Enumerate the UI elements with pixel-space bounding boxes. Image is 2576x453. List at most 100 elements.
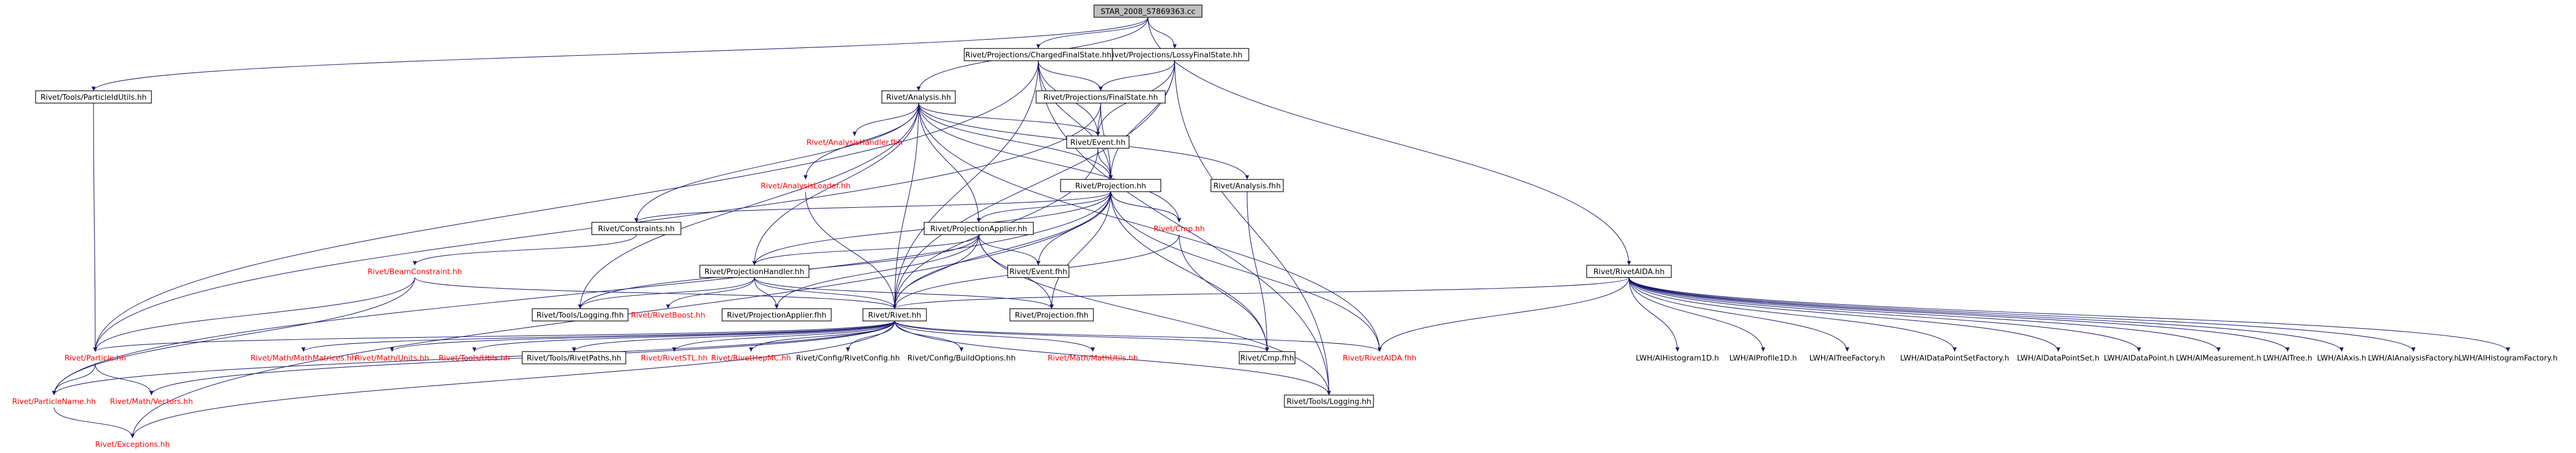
edge-beamconstraint-to-particlename bbox=[52, 277, 415, 396]
node-toolsutils[interactable]: Rivet/Tools/Utils.hh bbox=[439, 354, 510, 363]
node-label: Rivet/Math/Units.hh bbox=[355, 354, 429, 363]
edge-lossy-to-rivethh bbox=[892, 60, 1175, 309]
edge-rivethh-to-mathunits bbox=[390, 320, 895, 352]
node-aihistofactory[interactable]: LWH/AIHistogramFactory.h bbox=[2459, 354, 2558, 363]
node-constraints[interactable]: Rivet/Constraints.hh bbox=[591, 222, 681, 235]
node-rivetaidahh[interactable]: Rivet/RivetAIDA.hh bbox=[1586, 265, 1672, 278]
node-label: Rivet/RivetAIDA.hh bbox=[1593, 267, 1665, 276]
node-label: Rivet/Math/Vectors.hh bbox=[110, 397, 193, 406]
node-box bbox=[862, 308, 927, 322]
node-aitreefactory[interactable]: LWH/AITreeFactory.h bbox=[1809, 354, 1885, 363]
edge-rivethh-to-exceptions bbox=[130, 320, 895, 439]
edge-particle-to-particlename bbox=[52, 363, 96, 396]
node-analysisfhh[interactable]: Rivet/Analysis.fhh bbox=[1210, 179, 1284, 192]
edge-constraints-to-beamconstraint bbox=[413, 234, 637, 266]
node-box bbox=[532, 308, 629, 322]
edge-rivethh-to-mathutils bbox=[894, 320, 1095, 352]
node-box bbox=[1066, 135, 1130, 149]
node-cmpfhh[interactable]: Rivet/Cmp.fhh bbox=[1239, 351, 1296, 364]
node-box bbox=[1093, 4, 1203, 18]
node-aidps[interactable]: LWH/AIDataPointSet.h bbox=[2017, 354, 2099, 363]
node-particlename[interactable]: Rivet/ParticleName.hh bbox=[12, 397, 96, 406]
node-rivetaidafhh[interactable]: Rivet/RivetAIDA.fhh bbox=[1343, 354, 1417, 363]
node-projection[interactable]: Rivet/Projection.hh bbox=[1060, 179, 1161, 192]
node-label: Rivet/AnalysisLoader.hh bbox=[760, 182, 850, 191]
node-buildopts[interactable]: Rivet/Config/BuildOptions.hh bbox=[907, 354, 1016, 363]
node-label: LWH/AIMeasurement.h bbox=[2176, 354, 2261, 363]
node-logginghh[interactable]: Rivet/Tools/Logging.hh bbox=[1284, 394, 1374, 408]
edge-projapplier-to-projhandler bbox=[752, 234, 979, 266]
edge-analysis-to-cmp bbox=[918, 103, 1181, 223]
edge-charged-to-logginghh bbox=[1038, 60, 1331, 396]
node-aianalysisfactory[interactable]: LWH/AIAnalysisFactory.h bbox=[2368, 354, 2459, 363]
edge-charged-to-particle bbox=[93, 60, 1039, 352]
node-projfhh[interactable]: Rivet/Projection.fhh bbox=[1009, 308, 1094, 322]
edge-rivetaidahh-to-aimeasurement bbox=[1628, 277, 2221, 352]
node-box bbox=[522, 351, 626, 364]
node-projhandler[interactable]: Rivet/ProjectionHandler.hh bbox=[699, 265, 809, 278]
edge-root-to-lossy bbox=[1147, 17, 1177, 49]
node-label: LWH/AIHistogramFactory.h bbox=[2459, 354, 2558, 363]
node-analysishandler[interactable]: Rivet/AnalysisHandler.fhh bbox=[807, 138, 903, 147]
edges-layer bbox=[52, 17, 2510, 439]
edge-projection-to-particlename bbox=[52, 191, 1111, 396]
node-finalstate[interactable]: Rivet/Projections/FinalState.hh bbox=[1036, 90, 1166, 104]
node-toolspaths[interactable]: Rivet/Tools/RivetPaths.hh bbox=[522, 351, 626, 364]
edge-projection-to-constraints bbox=[634, 191, 1111, 223]
node-aimeasurement[interactable]: LWH/AIMeasurement.h bbox=[2176, 354, 2261, 363]
node-aihisto1d[interactable]: LWH/AIHistogram1D.h bbox=[1636, 354, 1719, 363]
node-eventfhh[interactable]: Rivet/Event.fhh bbox=[1007, 265, 1069, 278]
node-label: Rivet/Particle.hh bbox=[65, 354, 126, 363]
edge-analysisloader-to-rivethh bbox=[805, 191, 897, 309]
node-mathvectors[interactable]: Rivet/Math/Vectors.hh bbox=[110, 397, 193, 406]
node-particleutils[interactable]: Rivet/Tools/ParticleIdUtils.hh bbox=[35, 90, 152, 104]
node-label: Rivet/Analysis.fhh bbox=[1213, 182, 1280, 191]
node-analysisloader[interactable]: Rivet/AnalysisLoader.hh bbox=[760, 182, 850, 191]
node-label: Rivet/Exceptions.hh bbox=[95, 440, 170, 449]
node-rivetstl[interactable]: Rivet/RivetSTL.hh bbox=[641, 354, 708, 363]
edge-rivethh-to-buildopts bbox=[894, 320, 964, 352]
node-hepmc[interactable]: Rivet/RivetHepMC.hh bbox=[711, 354, 791, 363]
node-aitree[interactable]: LWH/AITree.h bbox=[2263, 354, 2313, 363]
node-projapplier[interactable]: Rivet/ProjectionApplier.hh bbox=[924, 222, 1034, 235]
node-mathutils[interactable]: Rivet/Math/MathUtils.hh bbox=[1048, 354, 1138, 363]
node-label: LWH/AIProfile1D.h bbox=[1729, 354, 1797, 363]
node-aiprofile1d[interactable]: LWH/AIProfile1D.h bbox=[1729, 354, 1797, 363]
node-box bbox=[1060, 179, 1161, 192]
edge-analysisfhh-to-cmpfhh bbox=[1247, 191, 1269, 352]
edge-beamconstraint-to-rivethh bbox=[414, 277, 897, 309]
node-particle[interactable]: Rivet/Particle.hh bbox=[65, 354, 126, 363]
node-label: Rivet/ProjectionHandler.hh bbox=[704, 267, 804, 276]
node-label: Rivet/Tools/Utils.hh bbox=[439, 354, 510, 363]
node-exceptions[interactable]: Rivet/Exceptions.hh bbox=[95, 440, 170, 449]
node-rivethh[interactable]: Rivet/Rivet.hh bbox=[862, 308, 927, 322]
node-label: Rivet/Tools/Logging.hh bbox=[1287, 397, 1371, 406]
edge-analysis-to-loggingfhh bbox=[578, 103, 919, 309]
node-mathmatrices[interactable]: Rivet/Math/MathMatrices.hh bbox=[251, 354, 356, 363]
node-cmp[interactable]: Rivet/Cmp.hh bbox=[1154, 225, 1205, 233]
edge-lossy-to-logginghh bbox=[1174, 60, 1331, 396]
edge-projhandler-to-projfhh bbox=[754, 277, 1054, 309]
node-lossy[interactable]: Rivet/Projections/LossyFinalState.hh bbox=[1100, 48, 1249, 61]
edge-rivetaidahh-to-aihistofactory bbox=[1628, 277, 2510, 352]
node-config[interactable]: Rivet/Config/RivetConfig.hh bbox=[796, 354, 900, 363]
node-projappfhh[interactable]: Rivet/ProjectionApplier.fhh bbox=[722, 308, 832, 322]
node-mathunits[interactable]: Rivet/Math/Units.hh bbox=[355, 354, 429, 363]
node-aiaxis[interactable]: LWH/AIAxis.h bbox=[2317, 354, 2366, 363]
node-rivetboost[interactable]: Rivet/RivetBoost.hh bbox=[631, 311, 705, 320]
node-root[interactable]: STAR_2008_S7869363.cc bbox=[1093, 4, 1203, 18]
node-analysis[interactable]: Rivet/Analysis.hh bbox=[881, 90, 956, 104]
edge-particleutils-to-particle bbox=[93, 103, 97, 352]
node-charged[interactable]: Rivet/Projections/ChargedFinalState.hh bbox=[964, 48, 1113, 61]
node-box bbox=[881, 90, 956, 104]
node-label: STAR_2008_S7869363.cc bbox=[1101, 7, 1195, 16]
node-label: Rivet/Tools/Logging.fhh bbox=[537, 311, 624, 320]
edge-rivetaidahh-to-rivethh bbox=[892, 277, 1630, 309]
node-aidp[interactable]: LWH/AIDataPoint.h bbox=[2104, 354, 2174, 363]
node-event[interactable]: Rivet/Event.hh bbox=[1066, 135, 1130, 149]
node-aidpsfactory[interactable]: LWH/AIDataPointSetFactory.h bbox=[1900, 354, 2009, 363]
node-beamconstraint[interactable]: Rivet/BeamConstraint.hh bbox=[367, 267, 462, 276]
node-loggingfhh[interactable]: Rivet/Tools/Logging.fhh bbox=[532, 308, 629, 322]
edge-analysis-to-projection bbox=[918, 103, 1113, 180]
